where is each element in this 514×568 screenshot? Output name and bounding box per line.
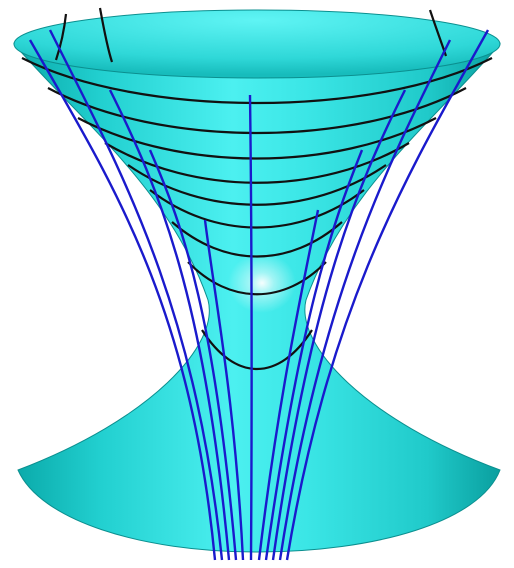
gradient-curve <box>148 149 238 561</box>
level-curve <box>428 9 448 57</box>
level-curve <box>201 329 313 370</box>
level-curve <box>171 221 343 258</box>
gradient-curve <box>271 89 407 561</box>
gradient-curve <box>248 94 253 561</box>
specular-highlight <box>228 253 296 313</box>
gradient-curve <box>285 29 490 561</box>
gradient-curve <box>257 209 320 561</box>
level-curve <box>127 164 387 206</box>
gradient-curve <box>203 219 245 561</box>
gradient-curve <box>48 29 224 561</box>
gradient-curve <box>108 89 231 561</box>
level-curve <box>149 189 365 229</box>
level-curve <box>54 13 68 61</box>
level-curve <box>98 7 114 63</box>
level-curve <box>77 117 437 160</box>
gradient-curve <box>28 39 217 561</box>
level-curve <box>187 261 327 296</box>
gradient-curves <box>28 29 490 561</box>
level-curve <box>21 57 493 105</box>
gradient-curve <box>278 39 452 561</box>
top-opening <box>13 9 501 79</box>
gradient-curve <box>264 149 364 561</box>
